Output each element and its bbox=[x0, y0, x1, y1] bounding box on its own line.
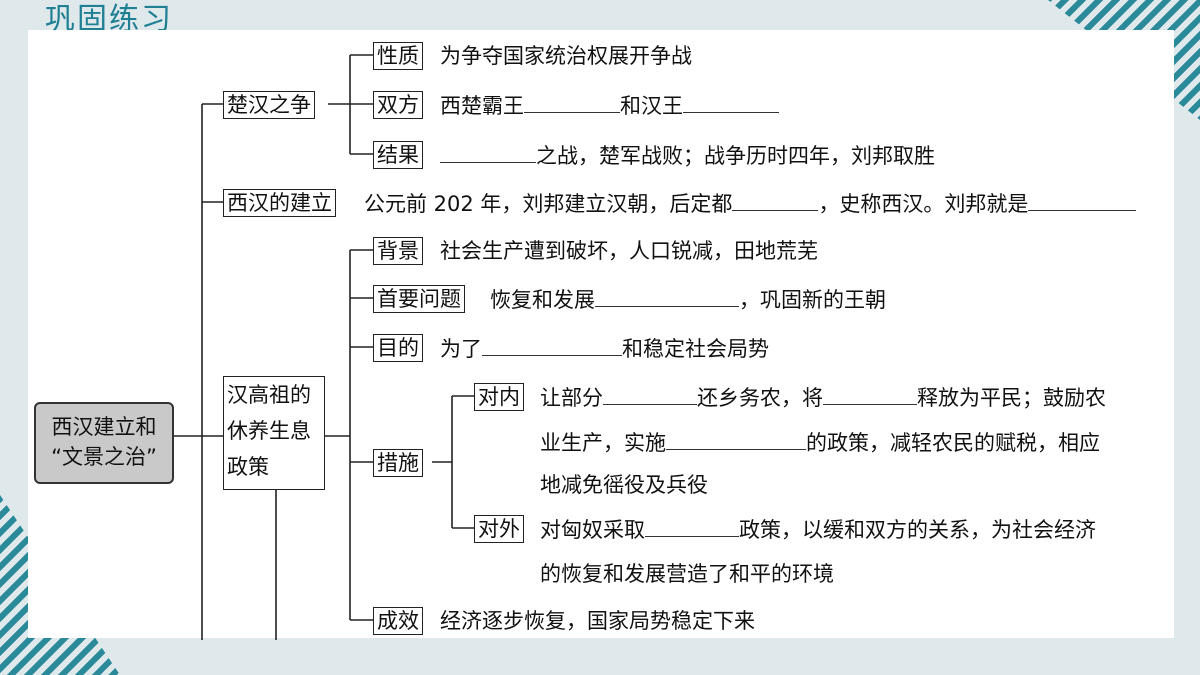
policy-line-3: 政策 bbox=[227, 455, 269, 479]
blank-field[interactable] bbox=[645, 516, 739, 537]
sides-b: 和汉王 bbox=[620, 94, 683, 118]
blank-field[interactable] bbox=[440, 142, 536, 163]
domestic-text-c: 释放为平民；鼓励农 bbox=[917, 386, 1106, 410]
node-chuhan: 楚汉之争 bbox=[223, 91, 315, 119]
issue-a: 恢复和发展 bbox=[490, 288, 595, 312]
xihan-text: 公元前 202 年，刘邦建立汉朝，后定都 ，史称西汉。刘邦就是 bbox=[364, 190, 1137, 217]
blank-field[interactable] bbox=[683, 92, 779, 113]
node-goal: 目的 bbox=[373, 334, 423, 362]
issue-text: 恢复和发展 ，巩固新的王朝 bbox=[490, 286, 886, 313]
effect-text: 经济逐步恢复，国家局势稳定下来 bbox=[440, 609, 755, 633]
node-result: 结果 bbox=[373, 141, 423, 169]
foreign-text-b: 政策，以缓和双方的关系，为社会经济 bbox=[739, 518, 1096, 542]
node-domestic: 对内 bbox=[474, 383, 524, 411]
node-effect: 成效 bbox=[373, 607, 423, 635]
sides-text: 西楚霸王 和汉王 bbox=[440, 92, 779, 119]
blank-field[interactable] bbox=[595, 286, 739, 307]
domestic-text-e: 的政策，减轻农民的赋税，相应 bbox=[806, 431, 1100, 455]
domestic-line-2: 业生产，实施 的政策，减轻农民的赋税，相应 bbox=[540, 429, 1100, 456]
result-body: 之战，楚军战败；战争历时四年，刘邦取胜 bbox=[536, 144, 935, 168]
blank-field[interactable] bbox=[732, 190, 819, 211]
policy-line-2: 休养生息 bbox=[227, 419, 311, 443]
node-sides: 双方 bbox=[373, 91, 423, 119]
xihan-text-a: 公元前 202 年，刘邦建立汉朝，后定都 bbox=[364, 192, 733, 216]
node-nature: 性质 bbox=[373, 42, 423, 70]
node-background: 背景 bbox=[373, 237, 423, 265]
issue-b: ，巩固新的王朝 bbox=[739, 288, 886, 312]
node-foreign: 对外 bbox=[474, 515, 524, 543]
node-measures: 措施 bbox=[373, 449, 423, 477]
mindmap-panel bbox=[28, 30, 1174, 638]
blank-field[interactable] bbox=[482, 335, 622, 356]
result-text: 之战，楚军战败；战争历时四年，刘邦取胜 bbox=[440, 142, 935, 169]
blank-field[interactable] bbox=[666, 429, 806, 450]
blank-field[interactable] bbox=[603, 384, 697, 405]
domestic-text-b: 还乡务农，将 bbox=[697, 386, 823, 410]
node-xihan: 西汉的建立 bbox=[223, 189, 336, 217]
node-issue: 首要问题 bbox=[373, 285, 465, 313]
domestic-text-a: 让部分 bbox=[540, 386, 603, 410]
foreign-line-2: 的恢复和发展营造了和平的环境 bbox=[540, 562, 834, 586]
foreign-text-a: 对匈奴采取 bbox=[540, 518, 645, 542]
domestic-text-d: 业生产，实施 bbox=[540, 431, 666, 455]
root-node: 西汉建立和 “文景之治” bbox=[34, 402, 174, 484]
sides-a: 西楚霸王 bbox=[440, 94, 524, 118]
goal-text: 为了 和稳定社会局势 bbox=[440, 335, 769, 362]
blank-field[interactable] bbox=[1028, 190, 1137, 211]
goal-b: 和稳定社会局势 bbox=[622, 337, 769, 361]
goal-a: 为了 bbox=[440, 337, 482, 361]
root-line-1: 西汉建立和 bbox=[51, 415, 157, 439]
domestic-line-1: 让部分 还乡务农，将 释放为平民；鼓励农 bbox=[540, 384, 1106, 411]
blank-field[interactable] bbox=[524, 92, 620, 113]
foreign-line-1: 对匈奴采取 政策，以缓和双方的关系，为社会经济 bbox=[540, 516, 1096, 543]
domestic-line-3: 地减免徭役及兵役 bbox=[540, 473, 708, 497]
nature-text: 为争夺国家统治权展开争战 bbox=[440, 44, 692, 68]
xihan-text-b: ，史称西汉。刘邦就是 bbox=[818, 192, 1029, 216]
page-heading: 巩固练习 bbox=[45, 2, 173, 32]
policy-line-1: 汉高祖的 bbox=[227, 383, 311, 407]
background-text: 社会生产遭到破坏，人口锐减，田地荒芜 bbox=[440, 239, 818, 263]
blank-field[interactable] bbox=[823, 384, 917, 405]
root-line-2: “文景之治” bbox=[51, 445, 157, 469]
node-policy: 汉高祖的 休养生息 政策 bbox=[223, 376, 325, 490]
